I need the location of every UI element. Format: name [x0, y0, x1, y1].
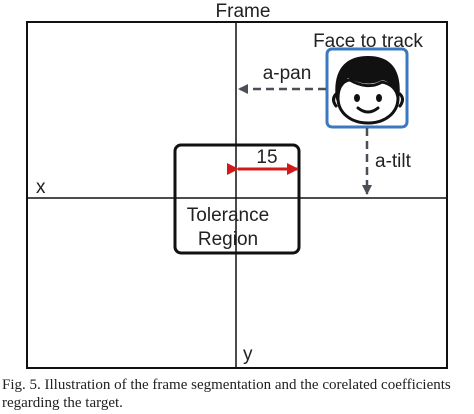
tilt-label: a-tilt	[375, 151, 412, 172]
caption-line2: regarding the target.	[2, 395, 123, 411]
face-icon	[332, 56, 404, 125]
frame-label: Frame	[216, 1, 271, 22]
tolerance-region	[173, 143, 301, 255]
tolerance-width-label: 15	[256, 147, 277, 168]
figure-caption: Fig. 5. Illustration of the frame segmen…	[2, 376, 474, 412]
y-axis-label: y	[243, 344, 253, 365]
face-label: Face to track	[313, 31, 423, 52]
tolerance-label-line2: Region	[198, 229, 258, 250]
frame-border	[26, 21, 448, 369]
caption-line1: Fig. 5. Illustration of the frame segmen…	[2, 377, 451, 393]
x-axis-label: x	[36, 177, 46, 198]
tolerance-label-line1: Tolerance	[187, 205, 269, 226]
pan-label: a-pan	[263, 63, 312, 84]
